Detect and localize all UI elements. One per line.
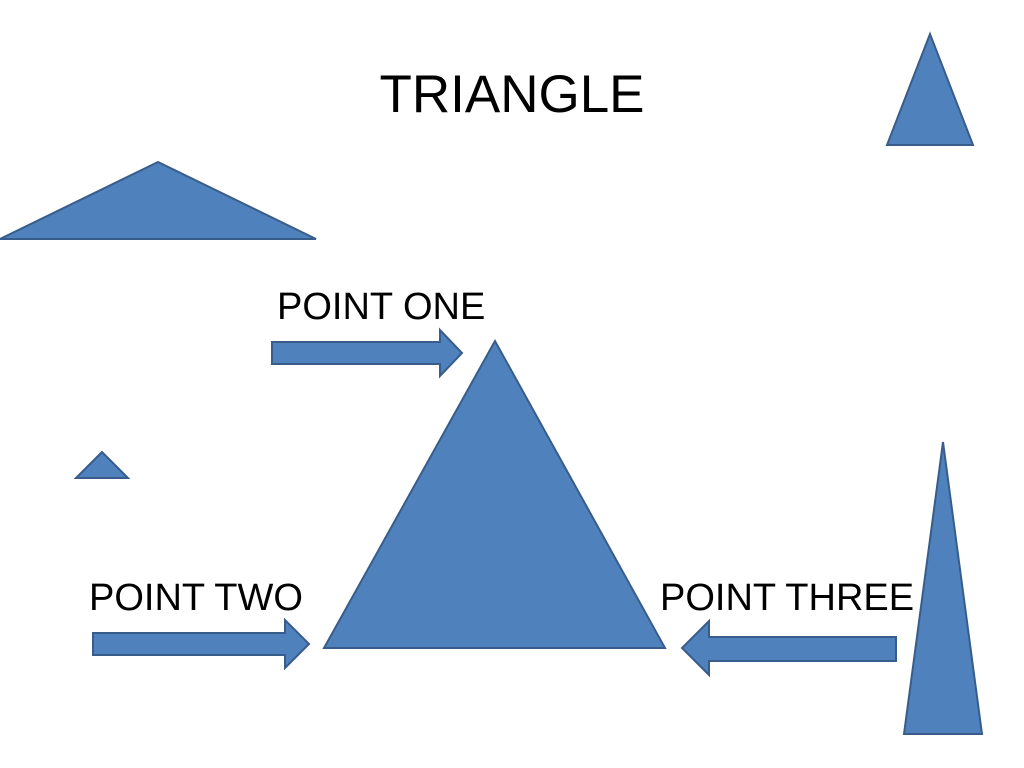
label-point-three: POINT THREE xyxy=(660,577,915,619)
slide-title: TRIANGLE xyxy=(379,65,645,124)
arrow-point-two xyxy=(92,617,311,671)
top-right-triangle xyxy=(885,31,975,146)
tiny-triangle xyxy=(73,450,131,479)
arrow-point-one xyxy=(271,327,464,379)
wide-triangle xyxy=(0,160,317,240)
main-triangle xyxy=(322,338,667,649)
label-point-one: POINT ONE xyxy=(277,286,486,328)
arrow-point-three xyxy=(680,618,897,678)
tall-narrow-triangle xyxy=(902,441,984,735)
label-point-two: POINT TWO xyxy=(89,577,303,619)
